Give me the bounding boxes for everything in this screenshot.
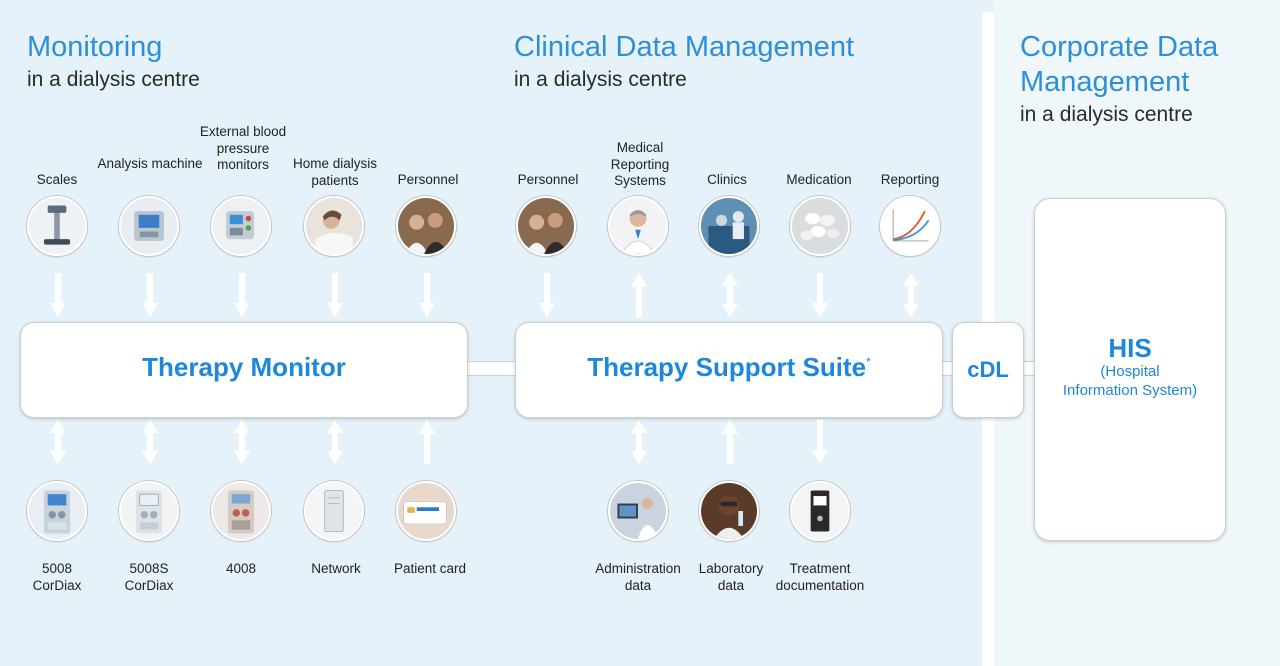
arrow-bidirectional	[721, 273, 739, 317]
arrow-bidirectional	[233, 420, 251, 464]
his-box: HIS (Hospital Information System)	[1034, 198, 1226, 541]
binder-icon	[790, 481, 850, 541]
cdl-label: cDL	[967, 357, 1009, 382]
therapy-monitor-label: Therapy Monitor	[142, 352, 346, 382]
label-home-dialysis-patients: Home dialysis patients	[292, 156, 378, 188]
label-network: Network	[311, 561, 361, 576]
therapy-monitor-box: Therapy Monitor	[20, 322, 468, 418]
label-5008s-cordiax: 5008S CorDiax	[124, 561, 174, 593]
server-icon	[304, 481, 364, 541]
personnel-icon	[516, 196, 576, 256]
monitoring-subtitle: in a dialysis centre	[27, 68, 200, 91]
label-analysis-machine: Analysis machine	[97, 156, 203, 171]
clinics-icon	[699, 196, 759, 256]
label-treatment-documentation: Treatment documentation	[775, 561, 865, 593]
home-patient-icon	[304, 196, 364, 256]
corporate-subtitle: in a dialysis centre	[1020, 103, 1193, 126]
admin-computer-icon	[608, 481, 668, 541]
dialysis-machine-icon	[119, 481, 179, 541]
cdl-box: cDL	[952, 322, 1024, 418]
arrow-up	[418, 420, 436, 464]
label-5008-cordiax: 5008 CorDiax	[32, 561, 82, 593]
arrow-down	[141, 273, 159, 317]
arrow-down	[418, 273, 436, 317]
medication-icon	[790, 196, 850, 256]
arrow-down	[538, 273, 556, 317]
scales-icon	[27, 196, 87, 256]
connector-support-cdl	[940, 361, 955, 376]
arrow-down	[811, 273, 829, 317]
arrow-up	[721, 420, 739, 464]
label-personnel-clinical: Personnel	[517, 172, 579, 187]
analysis-machine-icon	[119, 196, 179, 256]
dialysis-machine-icon	[211, 481, 271, 541]
arrow-bidirectional	[630, 420, 648, 464]
his-label: HIS	[1108, 333, 1152, 363]
connector-monitor-support	[465, 361, 518, 376]
personnel-icon	[396, 196, 456, 256]
doctor-icon	[608, 196, 668, 256]
connector-cdl-his	[1021, 361, 1037, 376]
label-patient-card: Patient card	[393, 561, 467, 576]
arrow-down	[49, 273, 67, 317]
lab-icon	[699, 481, 759, 541]
arrow-bidirectional	[326, 420, 344, 464]
label-personnel-monitor: Personnel	[397, 172, 459, 187]
corporate-title-line1: Corporate Data	[1020, 31, 1219, 63]
reporting-chart-icon	[880, 196, 940, 256]
his-subtitle-2: Information System)	[1062, 382, 1198, 399]
label-laboratory-data: Laboratory data	[698, 561, 764, 593]
arrow-down	[233, 273, 251, 317]
therapy-support-suite-box: Therapy Support Suite*	[515, 322, 943, 418]
corporate-title-line2: Management	[1020, 66, 1190, 98]
footnote-mark: *	[866, 355, 871, 369]
label-clinics: Clinics	[707, 172, 747, 187]
arrow-down	[811, 420, 829, 464]
label-blood-pressure-monitors: External blood pressure monitors	[199, 124, 287, 172]
label-scales: Scales	[36, 172, 78, 187]
label-administration-data: Administration data	[595, 561, 681, 593]
label-reporting: Reporting	[880, 172, 940, 187]
arrow-bidirectional	[902, 273, 920, 317]
label-medication: Medication	[786, 172, 852, 187]
patient-card-icon	[396, 481, 456, 541]
arrow-bidirectional	[49, 420, 67, 464]
arrow-down	[326, 273, 344, 317]
blood-pressure-monitor-icon	[211, 196, 271, 256]
monitoring-title: Monitoring	[27, 31, 163, 63]
clinical-subtitle: in a dialysis centre	[514, 68, 687, 91]
label-4008: 4008	[225, 561, 257, 576]
clinical-title: Clinical Data Management	[514, 31, 855, 63]
therapy-support-suite-label: Therapy Support Suite*	[587, 352, 871, 382]
arrow-up	[630, 273, 648, 317]
his-subtitle-1: (Hospital	[1100, 363, 1160, 380]
dialysis-machine-icon	[27, 481, 87, 541]
arrow-bidirectional	[141, 420, 159, 464]
label-medical-reporting: Medical Reporting Systems	[610, 140, 670, 188]
